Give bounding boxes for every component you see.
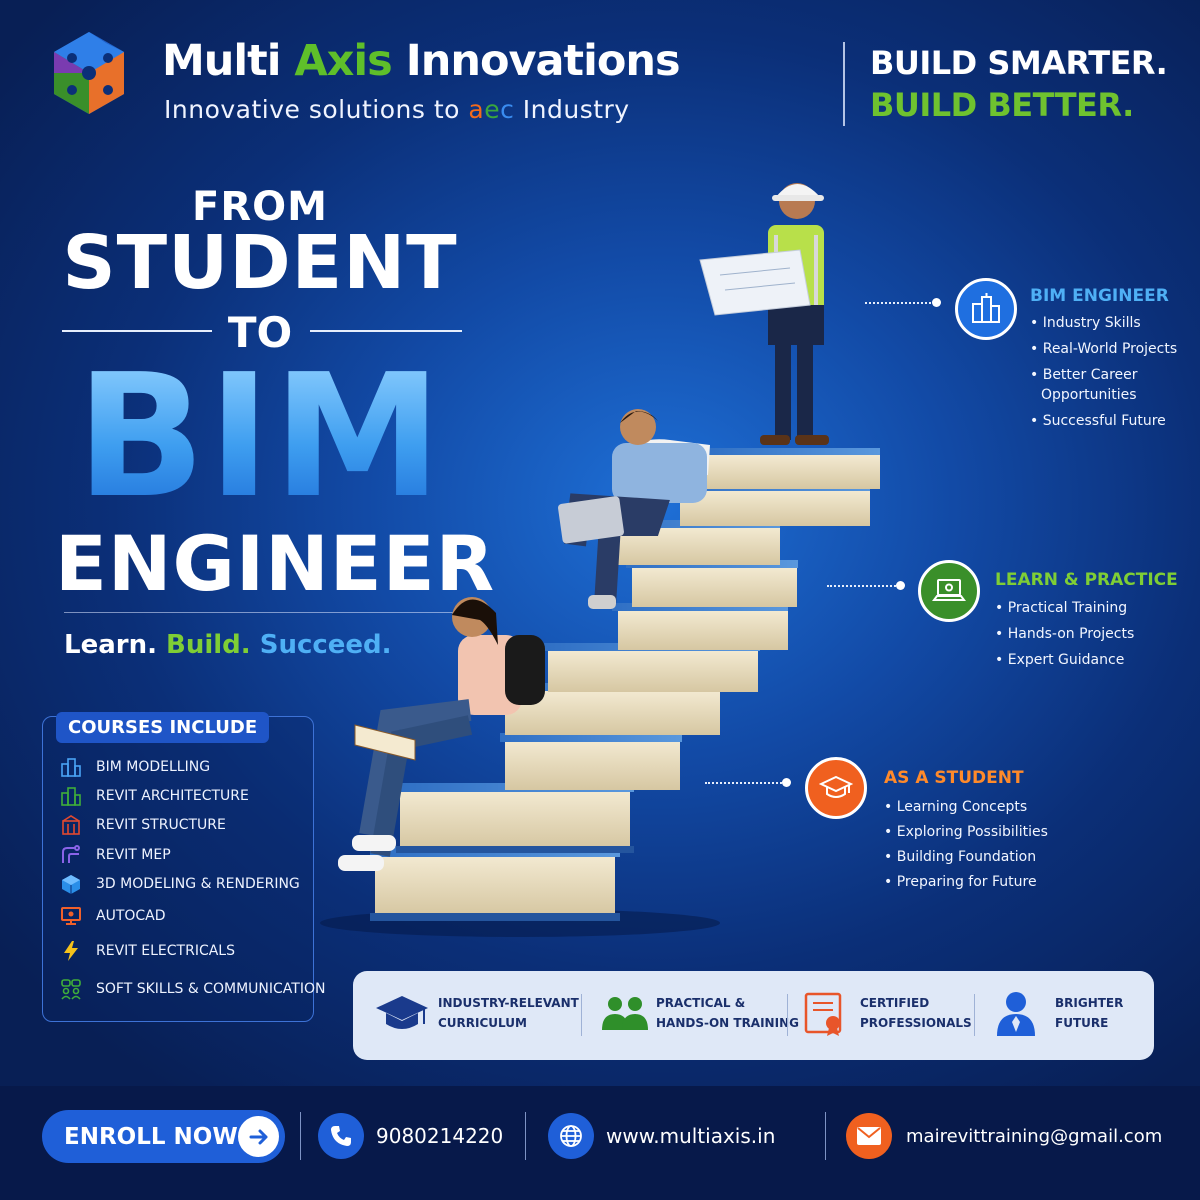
building-icon xyxy=(60,785,82,807)
connector-dots xyxy=(865,302,935,304)
milestone-item: • Preparing for Future xyxy=(884,874,1037,890)
slogan-line1: BUILD SMARTER. xyxy=(870,44,1168,82)
course-item: SOFT SKILLS & COMMUNICATION xyxy=(60,976,325,1002)
students-on-books-illustration xyxy=(320,183,880,937)
course-label: BIM MODELLING xyxy=(96,759,211,775)
milestone-icon-circle xyxy=(918,560,980,622)
course-label: REVIT STRUCTURE xyxy=(96,817,226,833)
course-item: AUTOCAD xyxy=(60,903,166,929)
course-label: REVIT ARCHITECTURE xyxy=(96,788,249,804)
slogan-line2: BUILD BETTER. xyxy=(870,86,1134,124)
connector-end xyxy=(932,298,941,307)
connector-dots xyxy=(827,585,899,587)
course-label: SOFT SKILLS & COMMUNICATION xyxy=(96,981,326,997)
milestone-item: • Better Career xyxy=(1030,367,1138,383)
feature-divider xyxy=(787,994,788,1036)
motto: Learn. Build. Succeed. xyxy=(64,630,392,660)
group-icon xyxy=(602,997,648,1030)
graduation-cap-icon xyxy=(819,775,853,798)
headline-to: TO xyxy=(227,308,293,357)
milestone-item: Opportunities xyxy=(1041,387,1137,403)
certificate-icon xyxy=(804,992,842,1036)
headline-from: FROM xyxy=(192,184,328,230)
feature-divider xyxy=(581,994,582,1036)
laptop-icon xyxy=(932,579,966,601)
course-item: REVIT STRUCTURE xyxy=(60,812,226,838)
milestone-icon-circle xyxy=(805,757,867,819)
lightning-icon xyxy=(60,940,82,962)
brand-tagline: Innovative solutions to aec Industry xyxy=(164,95,630,124)
milestone-title: AS A STUDENT xyxy=(884,768,1024,788)
headline-engineer: ENGINEER xyxy=(55,519,496,608)
connector-dots xyxy=(705,782,785,784)
footer-divider xyxy=(300,1112,301,1160)
mail-icon xyxy=(846,1113,892,1159)
courses-title: COURSES INCLUDE xyxy=(56,712,270,743)
headline-student: STUDENT xyxy=(62,220,458,306)
phone-number[interactable]: 9080214220 xyxy=(376,1124,504,1148)
enroll-label: ENROLL NOW xyxy=(64,1123,238,1150)
headline-bim: BIM xyxy=(55,352,465,522)
website-link[interactable]: www.multiaxis.in xyxy=(606,1124,776,1148)
book-stack xyxy=(370,448,880,921)
student-reading-figure xyxy=(338,597,545,871)
email-link[interactable]: mairevittraining@gmail.com xyxy=(906,1126,1163,1147)
phone-icon xyxy=(318,1113,364,1159)
building-icon xyxy=(60,756,82,778)
graduation-cap-icon xyxy=(376,996,428,1029)
milestone-item: • Industry Skills xyxy=(1030,315,1141,331)
course-item: 3D MODELING & RENDERING xyxy=(60,871,300,897)
milestone-item: • Expert Guidance xyxy=(995,652,1125,668)
course-label: REVIT MEP xyxy=(96,847,171,863)
courses-panel xyxy=(42,716,314,1022)
headline-rule-left xyxy=(62,330,212,332)
building-icon xyxy=(60,814,82,836)
header-divider xyxy=(843,42,845,126)
milestone-item: • Successful Future xyxy=(1030,413,1166,429)
connector-end xyxy=(896,581,905,590)
headline-rule-right xyxy=(310,330,462,332)
hero-divider xyxy=(64,612,462,613)
footer-divider xyxy=(525,1112,526,1160)
milestone-icon-circle xyxy=(955,278,1017,340)
student-laptop-figure xyxy=(558,409,710,609)
connector-end xyxy=(782,778,791,787)
pipes-icon xyxy=(60,844,82,866)
milestone-title: LEARN & PRACTICE xyxy=(995,570,1178,590)
milestone-item: • Practical Training xyxy=(995,600,1128,616)
milestone-item: • Exploring Possibilities xyxy=(884,824,1048,840)
course-item: BIM MODELLING xyxy=(60,754,210,780)
milestone-item: • Hands-on Projects xyxy=(995,626,1135,642)
person-icon xyxy=(997,992,1035,1036)
logo-icon xyxy=(54,32,124,114)
feature-divider xyxy=(974,994,975,1036)
enroll-now-button[interactable]: ENROLL NOW xyxy=(42,1110,285,1163)
course-item: REVIT ELECTRICALS xyxy=(60,938,235,964)
feature-label: PRACTICAL &HANDS-ON TRAINING xyxy=(656,996,799,1030)
monitor-icon xyxy=(60,905,82,927)
course-item: REVIT MEP xyxy=(60,842,171,868)
course-label: REVIT ELECTRICALS xyxy=(96,943,235,959)
people-icon xyxy=(60,978,82,1000)
cube-icon xyxy=(60,873,82,895)
milestone-title: BIM ENGINEER xyxy=(1030,286,1169,306)
milestone-item: • Real-World Projects xyxy=(1030,341,1178,357)
milestone-item: • Learning Concepts xyxy=(884,799,1028,815)
office-building-icon xyxy=(972,293,1000,323)
arrow-right-icon xyxy=(238,1116,279,1157)
engineer-figure xyxy=(699,183,829,445)
milestone-item: • Building Foundation xyxy=(884,849,1037,865)
footer-divider xyxy=(825,1112,826,1160)
course-label: AUTOCAD xyxy=(96,908,166,924)
course-item: REVIT ARCHITECTURE xyxy=(60,783,249,809)
globe-icon xyxy=(548,1113,594,1159)
brand-name: Multi Axis Innovations xyxy=(162,36,681,86)
course-label: 3D MODELING & RENDERING xyxy=(96,876,300,892)
